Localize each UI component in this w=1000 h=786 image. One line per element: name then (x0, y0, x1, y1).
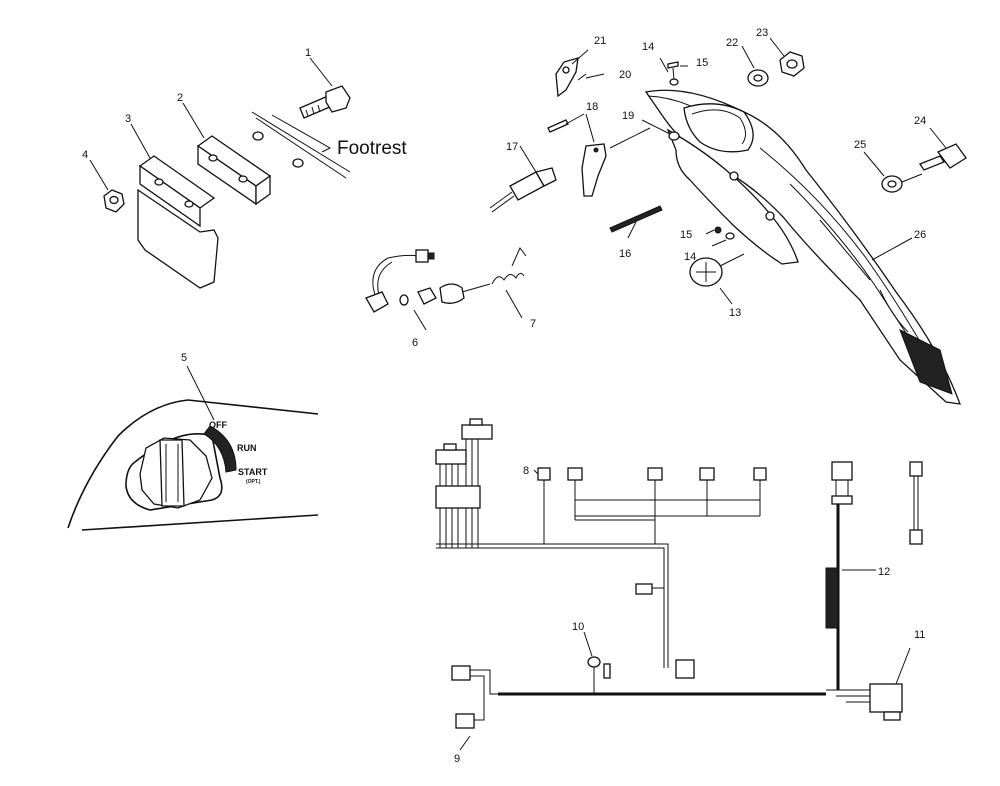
switch-part-17 (489, 145, 557, 213)
footpad-part-3 (137, 155, 219, 289)
callout-2: 2 (177, 92, 183, 104)
wiring-harness (435, 418, 923, 751)
callout-15-top: 15 (696, 57, 708, 69)
spacer-block-part-2 (196, 135, 272, 206)
callout-25: 25 (854, 139, 866, 151)
callout-20: 20 (619, 69, 631, 81)
callout-7: 7 (530, 318, 536, 330)
bracket-part-18 (547, 113, 651, 197)
washer-part-14 (669, 78, 679, 86)
callout-12: 12 (878, 566, 890, 578)
callout-3: 3 (125, 113, 131, 125)
strap-part-16 (609, 205, 663, 239)
footrest-label: Footrest (337, 138, 407, 159)
callout-13: 13 (729, 307, 741, 319)
callout-1: 1 (305, 47, 311, 59)
callout-16: 16 (619, 248, 631, 260)
nut-part-4 (103, 189, 125, 213)
callout-5: 5 (181, 352, 187, 364)
callout-10: 10 (572, 621, 584, 633)
callout-14-top: 14 (642, 41, 654, 53)
callout-9: 9 (454, 753, 460, 765)
nut-part-25 (863, 151, 923, 193)
callout-8: 8 (523, 465, 529, 477)
callout-11: 11 (914, 629, 925, 641)
callout-23: 23 (756, 27, 768, 39)
bolt-part-1 (299, 85, 351, 119)
callout-numbers: 1 2 3 4 5 6 7 8 9 10 11 12 13 14 14 15 1… (82, 27, 926, 765)
screw-part-15 (667, 61, 679, 81)
nut-part-23 (769, 37, 805, 77)
washer-icon (252, 131, 264, 141)
tail-housing-part-26 (644, 89, 961, 405)
switch-label-opt: (OPT.) (246, 479, 261, 485)
switch-part-13 (689, 253, 745, 305)
callout-6: 6 (412, 337, 418, 349)
callout-19: 19 (622, 110, 634, 122)
grommet-part-19 (668, 131, 680, 141)
screw-washer-15-14 (705, 226, 735, 247)
washer-icon (292, 158, 304, 168)
callout-4: 4 (82, 149, 88, 161)
light-assembly-parts-6-7 (365, 247, 527, 331)
callout-26: 26 (914, 229, 926, 241)
callout-18: 18 (586, 101, 598, 113)
callout-24: 24 (914, 115, 926, 127)
callout-14-bottom: 14 (684, 251, 696, 263)
switch-label-off: OFF (209, 420, 227, 430)
footrest-assembly: Footrest (89, 57, 407, 289)
switch-label-start: START (238, 467, 268, 477)
washer-part-22 (741, 45, 769, 87)
switch-label-run: RUN (237, 443, 257, 453)
callout-17: 17 (506, 141, 518, 153)
clip-parts-20-21 (555, 49, 605, 98)
switch-panel-part-5: OFF RUN START (OPT.) (67, 365, 319, 531)
key-part-24 (919, 127, 967, 171)
callout-21: 21 (594, 35, 606, 47)
callout-22: 22 (726, 37, 738, 49)
callout-15-bottom: 15 (680, 229, 692, 241)
